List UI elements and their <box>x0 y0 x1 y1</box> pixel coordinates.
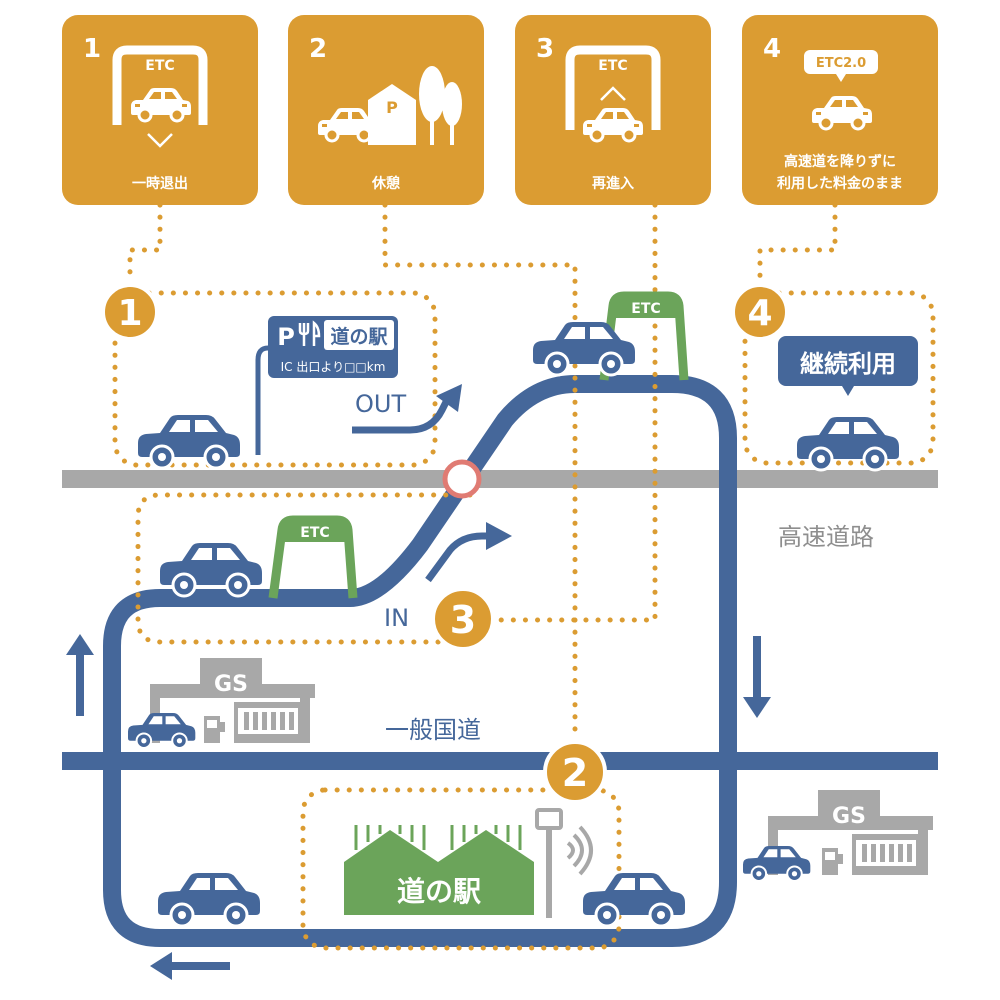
step-3-caption: 再進入 <box>592 176 634 192</box>
sign-subtext: IC 出口より□□km <box>281 360 386 374</box>
gs-right-label: GS <box>832 804 866 829</box>
gs-left-label: GS <box>214 672 248 697</box>
michinoeki-building: 道の駅 <box>344 825 534 915</box>
out-arrow-icon <box>352 384 462 434</box>
marker-1-number: 1 <box>117 293 142 334</box>
marker-3-number: 3 <box>450 598 476 642</box>
marker-4-number: 4 <box>747 293 772 334</box>
arrow-down-icon <box>743 636 771 718</box>
national-road <box>62 752 938 770</box>
etc-top-label: ETC <box>631 301 660 317</box>
marker-4: 4 <box>731 283 789 341</box>
step-number-4: 4 <box>763 34 781 64</box>
arrow-left-icon <box>150 952 230 980</box>
continue-label: 継続利用 <box>800 350 896 378</box>
etc-gate-top: ETC <box>599 291 689 381</box>
step-number-1: 1 <box>83 34 101 64</box>
step-3-etc-text: ETC <box>598 58 627 74</box>
michinoeki-label: 道の駅 <box>397 875 481 908</box>
expressway-road <box>62 470 938 488</box>
step-box-3: 3 ETC 再進入 <box>515 15 711 205</box>
marker-2-number: 2 <box>562 751 588 795</box>
sign-p-text: P <box>277 323 295 351</box>
step-number-3: 3 <box>536 34 554 64</box>
car-bottom-left <box>156 871 262 928</box>
etc2-roadside-antenna <box>535 808 563 918</box>
car-expressway-top <box>531 320 637 377</box>
marker-3: 3 <box>431 587 495 651</box>
car-gs-left <box>127 712 197 749</box>
etc-gate-exit-icon <box>112 45 208 148</box>
etc-gate-reentry-icon <box>565 45 661 143</box>
marker-1: 1 <box>101 283 159 341</box>
parking-rest-icon: P <box>316 66 462 145</box>
step-1-caption: 一時退出 <box>132 175 188 192</box>
signal-waves-icon <box>566 825 593 876</box>
out-label: OUT <box>355 390 406 418</box>
step-box-4: 4 ETC2.0 高速道を降りずに 利用した料金のまま <box>742 15 938 205</box>
marker-2: 2 <box>543 740 607 804</box>
fork-knife-icon <box>298 320 321 346</box>
step-number-2: 2 <box>309 34 327 64</box>
roadside-sign: P 道の駅 IC 出口より□□km <box>255 316 398 455</box>
car-region1 <box>136 413 242 470</box>
step-1-etc-text: ETC <box>145 58 174 74</box>
in-arrow-icon <box>425 522 512 583</box>
in-label: IN <box>384 604 409 632</box>
etc-gate-entry: ETC <box>268 515 358 599</box>
arrow-up-icon <box>66 634 94 716</box>
step-4-caption-line2: 利用した料金のまま <box>777 175 903 192</box>
gas-station-left: GS <box>150 658 315 743</box>
car-michinoeki-right <box>581 871 687 928</box>
car-gs-right <box>742 845 812 882</box>
step-2-caption: 休憩 <box>371 175 400 192</box>
sign-title: 道の駅 <box>330 325 388 348</box>
gas-station-right: GS <box>768 790 933 875</box>
etc-entry-label: ETC <box>300 525 329 541</box>
continue-callout: 継続利用 <box>778 336 918 396</box>
step-box-1: 1 ETC 一時退出 <box>62 15 258 205</box>
parking-p-text: P <box>386 98 398 117</box>
national-road-label: 一般国道 <box>385 716 481 744</box>
step-4-etc2-text: ETC2.0 <box>816 56 866 71</box>
etc2-car-icon <box>804 50 878 131</box>
dotted-connectors <box>112 202 936 951</box>
step-box-2: 2 P 休憩 <box>288 15 484 205</box>
car-region3 <box>158 541 264 598</box>
step-4-caption-line1: 高速道を降りずに <box>784 153 896 170</box>
expressway-label: 高速道路 <box>778 523 874 551</box>
route-loop <box>103 375 737 947</box>
interchange-marker <box>442 459 482 499</box>
